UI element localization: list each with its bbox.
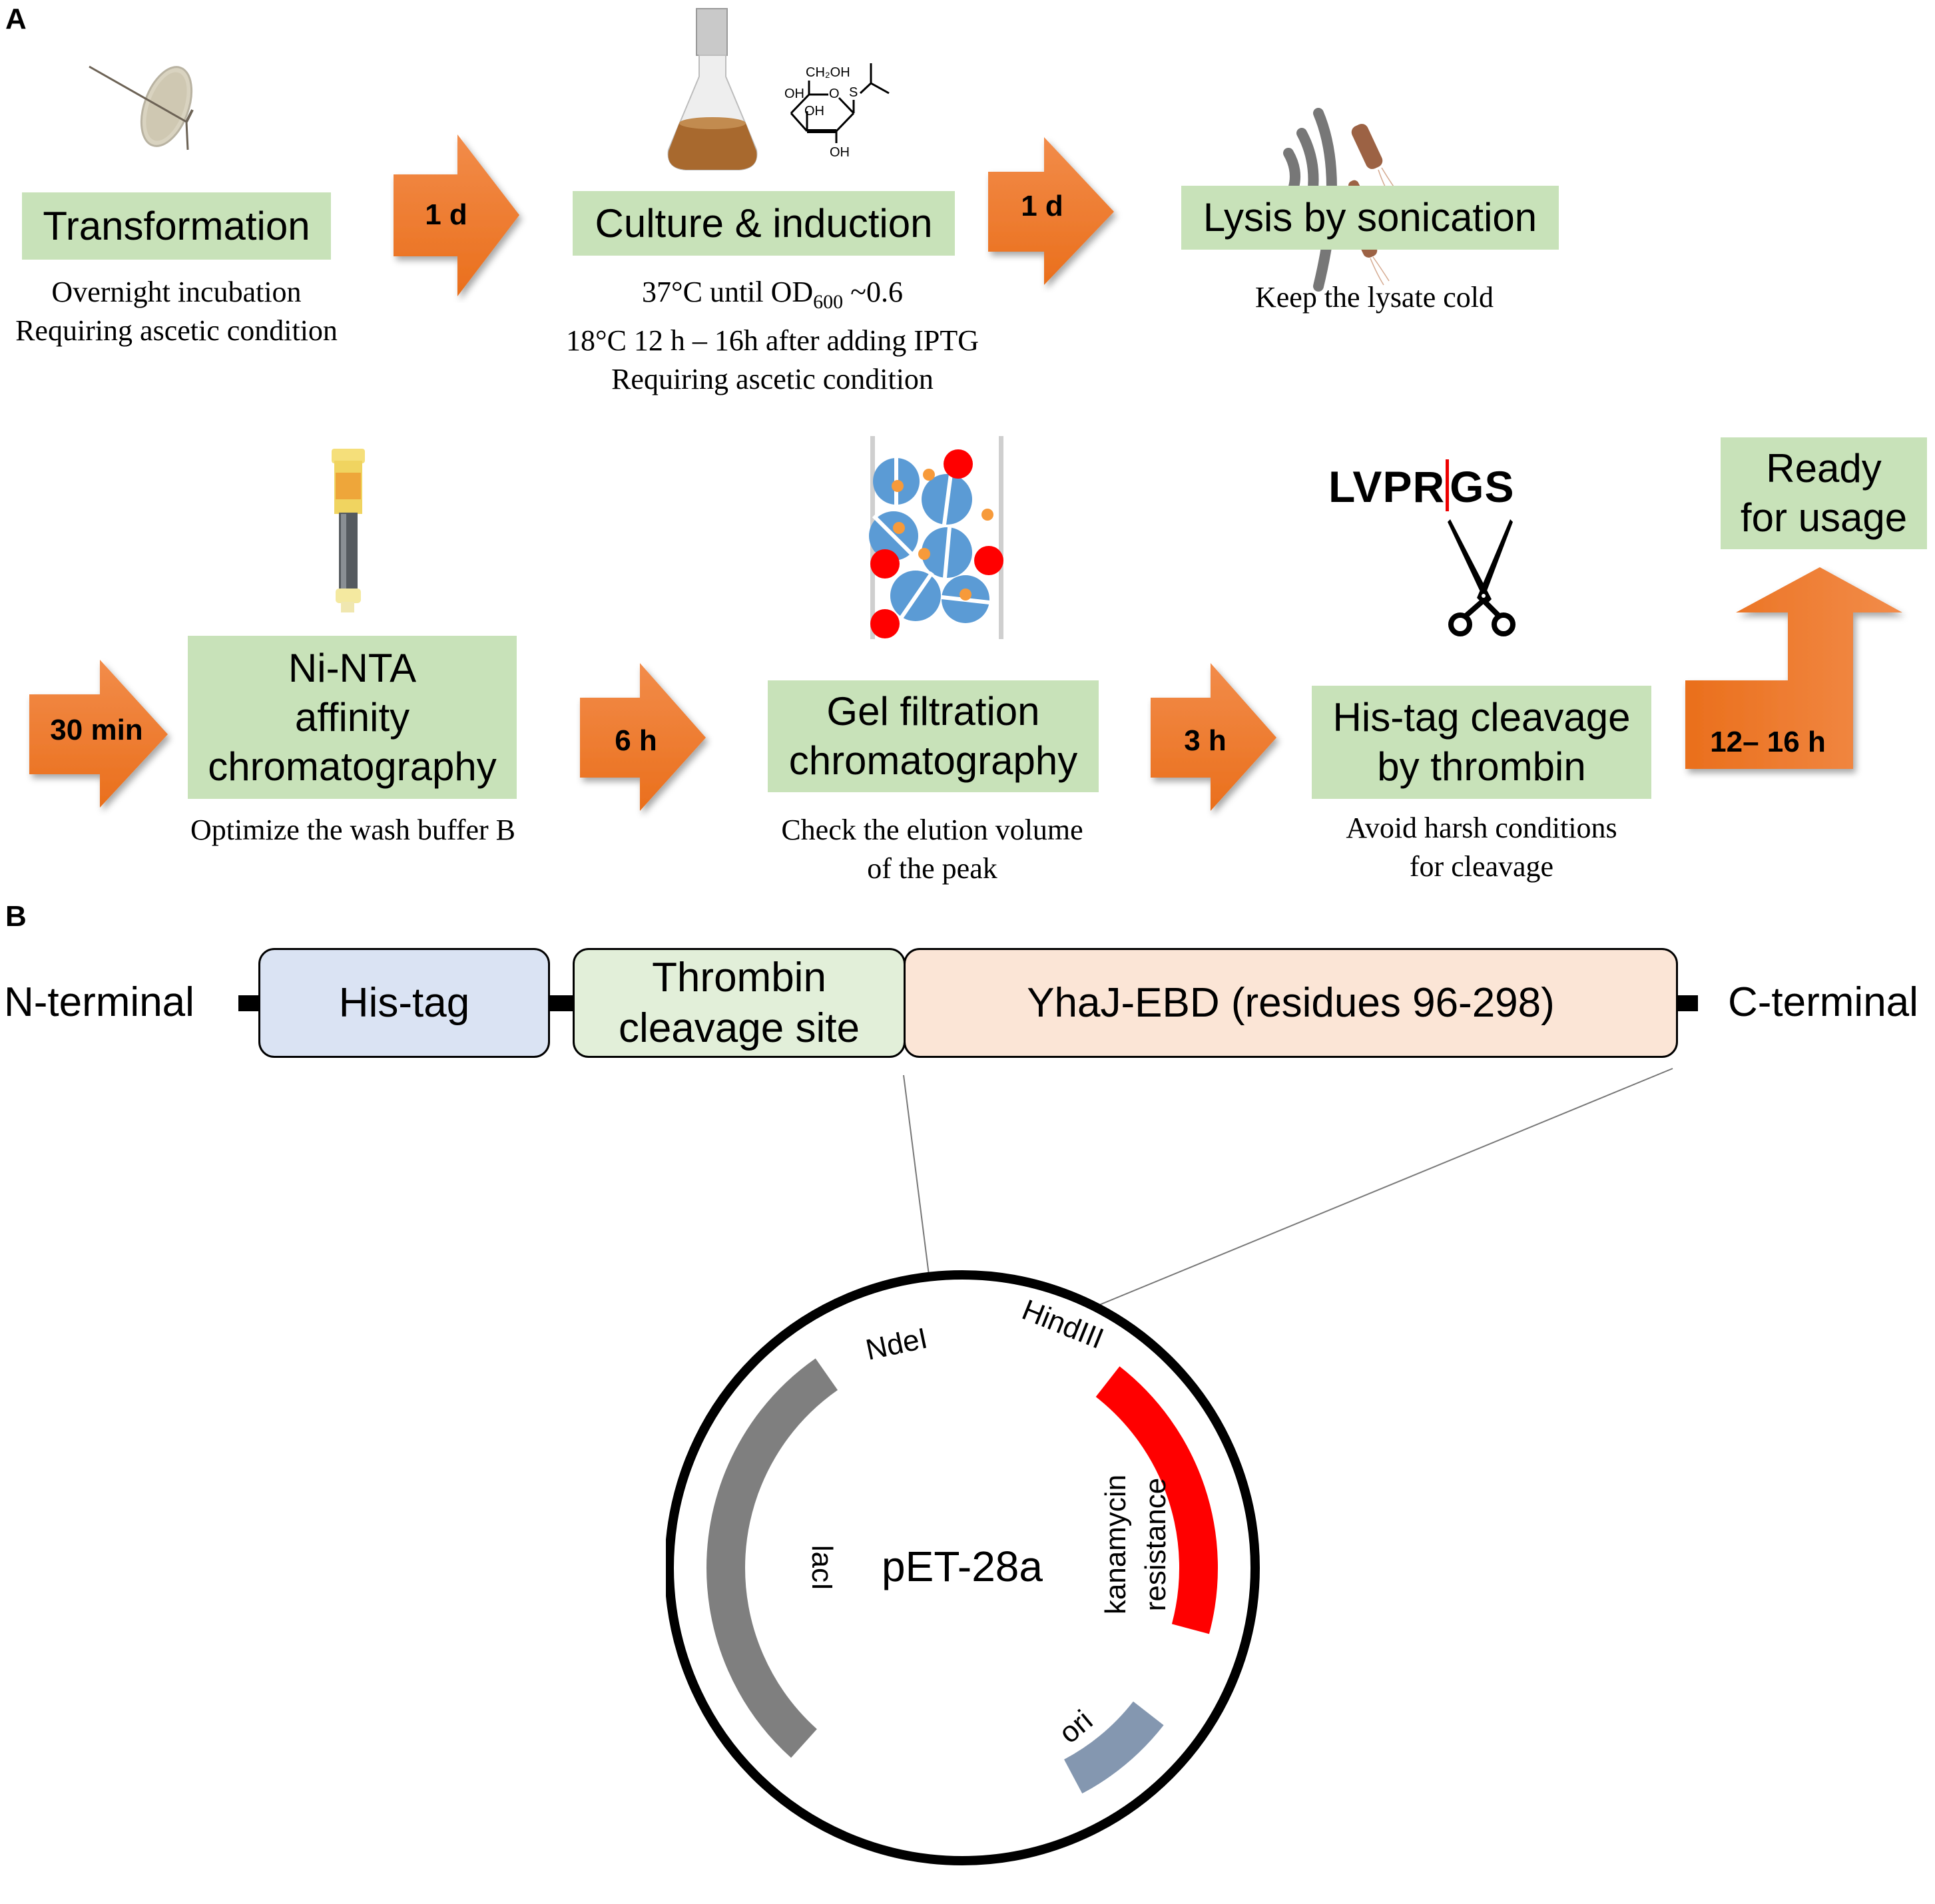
step-box-culture: Culture & induction (573, 191, 955, 256)
step-title-line: His-tag cleavage (1332, 695, 1631, 740)
step-box-transformation: Transformation (22, 192, 331, 260)
duration-label: 12– 16 h (1710, 726, 1826, 758)
segment-label: cleavage site (619, 1005, 860, 1051)
step-notes-ninta: Optimize the wash buffer B (166, 811, 539, 849)
feature-kanamycin-resistance (1095, 1366, 1218, 1634)
feature-label-kan-1: kanamycin (1099, 1475, 1132, 1614)
molecule-ch2oh: CH₂OH (806, 65, 850, 80)
duration-label: 1 d (425, 198, 467, 231)
note-line: Keep the lysate cold (1255, 281, 1494, 314)
column-icon (332, 449, 365, 612)
right-arrow-icon (1151, 663, 1276, 811)
step-box-gelfiltration: Gel filtration chromatography (768, 680, 1099, 792)
note-line: for cleavage (1409, 850, 1554, 883)
step-title: Culture & induction (595, 200, 933, 246)
step-title: Lysis by sonication (1203, 195, 1537, 240)
molecule-s: S (849, 85, 858, 100)
gel-beads-icon (869, 436, 1003, 639)
bent-up-arrow-icon (1685, 567, 1902, 769)
step-notes-lysis: Keep the lysate cold (1181, 278, 1567, 317)
right-arrow-icon (394, 134, 519, 296)
feature-lacI (706, 1358, 838, 1758)
note-line: 18°C 12 h – 16h after adding IPTG (565, 324, 979, 357)
zoom-line-left (903, 1074, 930, 1276)
segment-label: His-tag (338, 979, 470, 1026)
segment-label: Thrombin (652, 954, 826, 1001)
step-notes-transformation: Overnight incubation Requiring ascetic c… (0, 273, 353, 350)
note-line: Overnight incubation (51, 276, 302, 308)
cleavage-site-marker (1446, 459, 1450, 511)
molecule-o: O (829, 87, 840, 101)
step-title: Transformation (43, 203, 310, 248)
n-terminal-label: N-terminal (4, 979, 194, 1025)
step-title-line: chromatography (208, 744, 497, 789)
duration-label: 6 h (615, 724, 657, 757)
plasmid-name: pET-28a (882, 1543, 1043, 1590)
step-title-line: chromatography (788, 738, 1078, 783)
step-notes-culture: 37°C until OD600 ~0.6 18°C 12 h – 16h af… (546, 273, 999, 399)
segment-label: YhaJ-EBD (residues 96-298) (1027, 979, 1555, 1026)
sequence-left: LVPR (1328, 462, 1446, 511)
feature-label-laci: lacI (806, 1545, 838, 1590)
panel-label-a: A (5, 3, 27, 35)
molecule-oh-2: OH (804, 104, 824, 119)
step-title-line: by thrombin (1377, 744, 1586, 789)
scissors-icon (1448, 519, 1516, 636)
note-line: Check the elution volume (781, 814, 1083, 846)
molecule-oh-1: OH (784, 87, 804, 101)
linker (1678, 995, 1698, 1011)
feature-label-kan-2: resistance (1139, 1478, 1172, 1612)
note-line: Requiring ascetic condition (611, 362, 934, 395)
step-box-ready: Ready for usage (1721, 437, 1927, 549)
step-title-line: for usage (1740, 495, 1908, 540)
step-box-cleavage: His-tag cleavage by thrombin (1312, 686, 1651, 799)
segment-yhaj-ebd: YhaJ-EBD (residues 96-298) (904, 948, 1678, 1058)
petri-dish-icon (89, 65, 194, 150)
plasmid-backbone (666, 1270, 1260, 1865)
step-title-line: Ni-NTA (288, 645, 417, 690)
step-title-line: affinity (294, 694, 410, 740)
duration-label: 1 d (1021, 190, 1063, 222)
right-arrow-icon (580, 663, 706, 811)
right-arrow-icon (988, 137, 1114, 285)
step-box-ninta: Ni-NTA affinity chromatography (188, 636, 517, 799)
segment-thrombin-site: Thrombin cleavage site (573, 948, 906, 1058)
step-notes-cleavage: Avoid harsh conditions for cleavage (1305, 809, 1658, 886)
note-line: of the peak (867, 852, 997, 885)
step-notes-gelfiltration: Check the elution volume of the peak (746, 811, 1119, 888)
linker (238, 995, 260, 1011)
sequence-right: GS (1450, 462, 1515, 511)
note-line: 37°C until OD600 ~0.6 (642, 276, 903, 313)
panel-label-b: B (5, 900, 27, 933)
step-title-line: Ready (1766, 446, 1882, 491)
duration-label: 3 h (1184, 724, 1227, 757)
note-line: Optimize the wash buffer B (190, 814, 515, 846)
feature-ori (1063, 1701, 1164, 1794)
note-line: Requiring ascetic condition (15, 314, 338, 347)
plasmid-map: NdeI HindIII pET-28a lacI kanamycin resi… (666, 1270, 1260, 1865)
step-box-lysis: Lysis by sonication (1181, 186, 1559, 250)
linker (550, 995, 574, 1011)
flask-icon (667, 8, 758, 170)
molecule-oh-3: OH (830, 145, 850, 160)
c-terminal-label: C-terminal (1728, 979, 1918, 1025)
iptg-molecule-icon: CH₂OH OH O S OH OH (784, 63, 890, 160)
duration-label: 30 min (50, 714, 143, 746)
right-arrow-icon (29, 660, 168, 808)
note-line: Avoid harsh conditions (1346, 812, 1617, 844)
step-title-line: Gel filtration (826, 689, 1040, 734)
segment-his-tag: His-tag (258, 948, 550, 1058)
